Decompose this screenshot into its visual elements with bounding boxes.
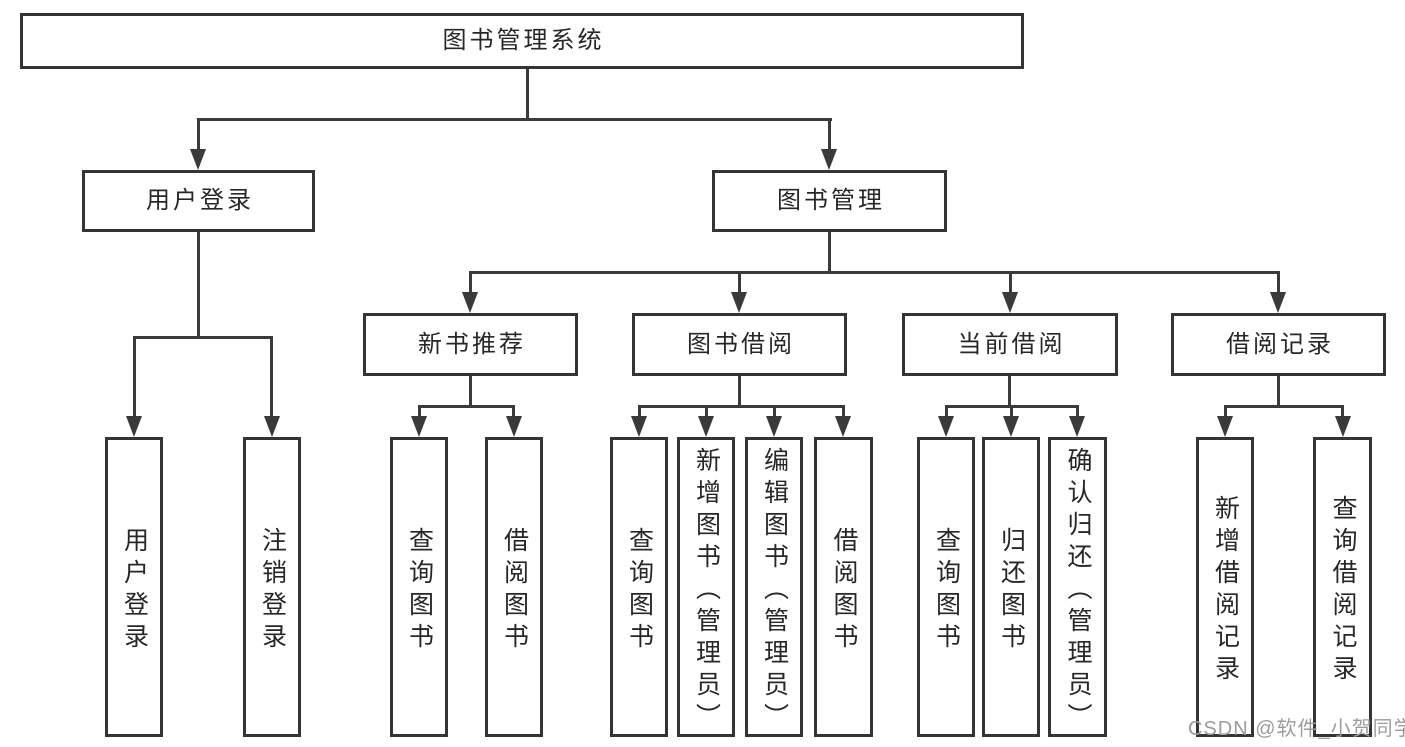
arrowhead-sec1	[462, 292, 478, 313]
connector-records-stem	[1277, 376, 1280, 408]
node-root-system: 图书管理系统	[20, 13, 1024, 69]
arrowhead-book-mgmt	[821, 149, 837, 170]
arrowhead-current-3	[1069, 416, 1085, 437]
connector-book-mgmt-drop	[828, 118, 831, 151]
connector-borrow-stem	[738, 376, 741, 408]
connector-records-split	[1224, 405, 1344, 408]
arrowhead-borrow-2	[698, 416, 714, 437]
node-book-borrowing: 图书借阅	[632, 313, 847, 376]
connector-newbooks-drop-1	[418, 405, 421, 418]
connector-newbooks-drop-2	[512, 405, 515, 418]
arrowhead-sec3	[1002, 292, 1018, 313]
connector-borrow-drop-1	[638, 405, 641, 418]
arrowhead-borrow-3	[766, 416, 782, 437]
connector-login-drop-1	[133, 336, 136, 418]
connector-records-drop-1	[1224, 405, 1227, 418]
connector-mgmt-stem	[828, 232, 831, 274]
connector-borrow-drop-2	[705, 405, 708, 418]
leaf-borrow-borrow-books: 借阅图书	[814, 437, 873, 737]
arrowhead-newbooks-2	[506, 416, 522, 437]
connector-current-drop-2	[1010, 405, 1013, 418]
arrowhead-borrow-4	[835, 416, 851, 437]
arrowhead-current-1	[938, 416, 954, 437]
leaf-current-query-books: 查询图书	[917, 437, 975, 737]
node-borrow-records: 借阅记录	[1171, 313, 1386, 376]
leaf-borrow-query-books: 查询图书	[610, 437, 668, 737]
connector-newbooks-stem	[469, 376, 472, 408]
arrowhead-login-2	[264, 416, 280, 437]
arrowhead-borrow-1	[631, 416, 647, 437]
leaf-return-books: 归还图书	[982, 437, 1040, 737]
leaf-add-books-admin: 新增图书（管理员）	[677, 437, 735, 737]
leaf-logout-login: 注销登录	[243, 437, 301, 737]
arrowhead-records-2	[1335, 416, 1351, 437]
connector-mgmt-split	[469, 271, 1279, 274]
connector-current-drop-3	[1076, 405, 1079, 418]
arrowhead-sec4	[1270, 292, 1286, 313]
node-book-management: 图书管理	[712, 170, 947, 232]
connector-user-login-drop	[197, 118, 200, 151]
arrowhead-records-1	[1217, 416, 1233, 437]
connector-borrow-drop-4	[842, 405, 845, 418]
connector-sec2-drop	[738, 271, 741, 294]
arrowhead-login-1	[126, 416, 142, 437]
leaf-add-borrow-record: 新增借阅记录	[1196, 437, 1254, 737]
leaf-newbooks-query-books: 查询图书	[390, 437, 448, 737]
connector-login-split	[133, 336, 273, 339]
connector-login-stem	[197, 232, 200, 339]
node-new-book-recommend: 新书推荐	[363, 313, 578, 376]
arrowhead-newbooks-1	[411, 416, 427, 437]
connector-newbooks-split	[418, 405, 515, 408]
connector-sec3-drop	[1009, 271, 1012, 294]
leaf-edit-books-admin: 编辑图书（管理员）	[745, 437, 803, 737]
connector-login-drop-2	[270, 336, 273, 418]
connector-sec4-drop	[1277, 271, 1280, 294]
connector-root-stem	[526, 69, 529, 120]
connector-borrow-split	[638, 405, 844, 408]
leaf-confirm-return-admin: 确认归还（管理员）	[1048, 437, 1107, 737]
arrowhead-current-2	[1003, 416, 1019, 437]
connector-borrow-drop-3	[773, 405, 776, 418]
connector-current-stem	[1008, 376, 1011, 408]
arrowhead-user-login	[190, 149, 206, 170]
leaf-newbooks-borrow-books: 借阅图书	[485, 437, 543, 737]
connector-records-drop-2	[1341, 405, 1344, 418]
arrowhead-sec2	[731, 292, 747, 313]
leaf-user-login: 用户登录	[105, 437, 163, 737]
connector-current-drop-1	[945, 405, 948, 418]
csdn-watermark: CSDN @软件_小贺同学	[1188, 718, 1405, 740]
node-user-login: 用户登录	[82, 170, 315, 232]
connector-root-split	[197, 118, 832, 121]
node-current-borrowing: 当前借阅	[902, 313, 1118, 376]
connector-sec1-drop	[469, 271, 472, 294]
leaf-query-borrow-record: 查询借阅记录	[1313, 437, 1372, 737]
